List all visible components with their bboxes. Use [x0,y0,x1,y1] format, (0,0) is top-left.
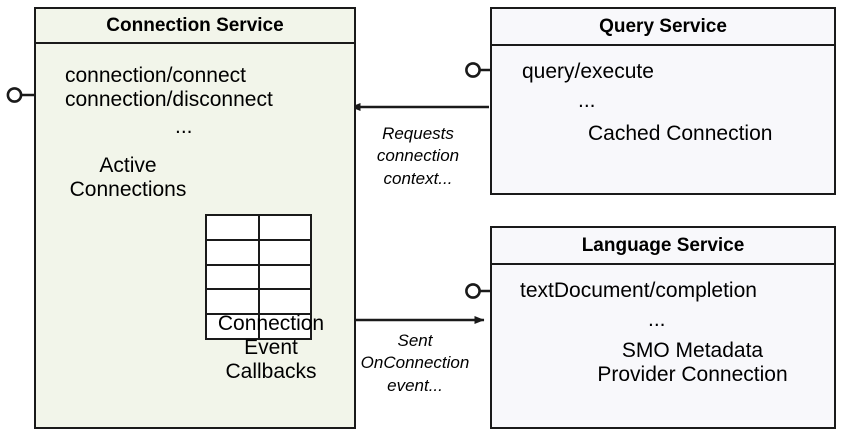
table-cell [260,290,311,313]
table-cell [207,315,260,338]
component-connection-service[interactable]: Connection Service connection/connect co… [34,7,356,429]
component-language-service[interactable]: Language Service textDocument/completion… [490,226,836,429]
table-cell [207,240,260,264]
cached-connection-label: Cached Connection [588,122,773,145]
table-cell [260,266,311,289]
smo-metadata-provider-connection-label: SMO Metadata Provider Connection [597,339,788,386]
connection-service-body: connection/connect connection/disconnect… [36,44,354,427]
table-row [207,315,310,338]
language-service-title: Language Service [492,228,834,265]
table-cell [260,241,311,264]
connection-service-title: Connection Service [36,9,354,44]
table-cell [207,265,260,289]
query-service-ellipsis: ... [578,89,596,112]
query-service-operation: query/execute [522,60,654,83]
table-row [207,290,311,316]
query-service-title: Query Service [492,9,834,46]
table-row [207,265,311,291]
active-connections-label: Active Connections [69,154,187,201]
language-service-ellipsis: ... [648,308,666,331]
table-icon [205,214,312,340]
table-cell [207,216,260,239]
edge-label-sent-onconnection-event: Sent OnConnection event... [360,331,470,395]
query-service-body: query/execute ... Cached Connection [492,46,834,193]
edge-label-requests-connection-context: Requests connection context... [376,124,460,188]
table-cell [207,290,260,314]
connection-service-ellipsis: ... [175,115,193,138]
language-service-operation: textDocument/completion [520,279,757,302]
language-service-body: textDocument/completion ... SMO Metadata… [492,265,834,427]
table-row [207,240,311,266]
connection-service-operations: connection/connect connection/disconnect [65,64,273,111]
component-query-service[interactable]: Query Service query/execute ... Cached C… [490,7,836,195]
connection-event-callbacks-label: Connection Event Callbacks [217,312,325,383]
table-cell [260,216,311,239]
table-row [207,216,310,241]
